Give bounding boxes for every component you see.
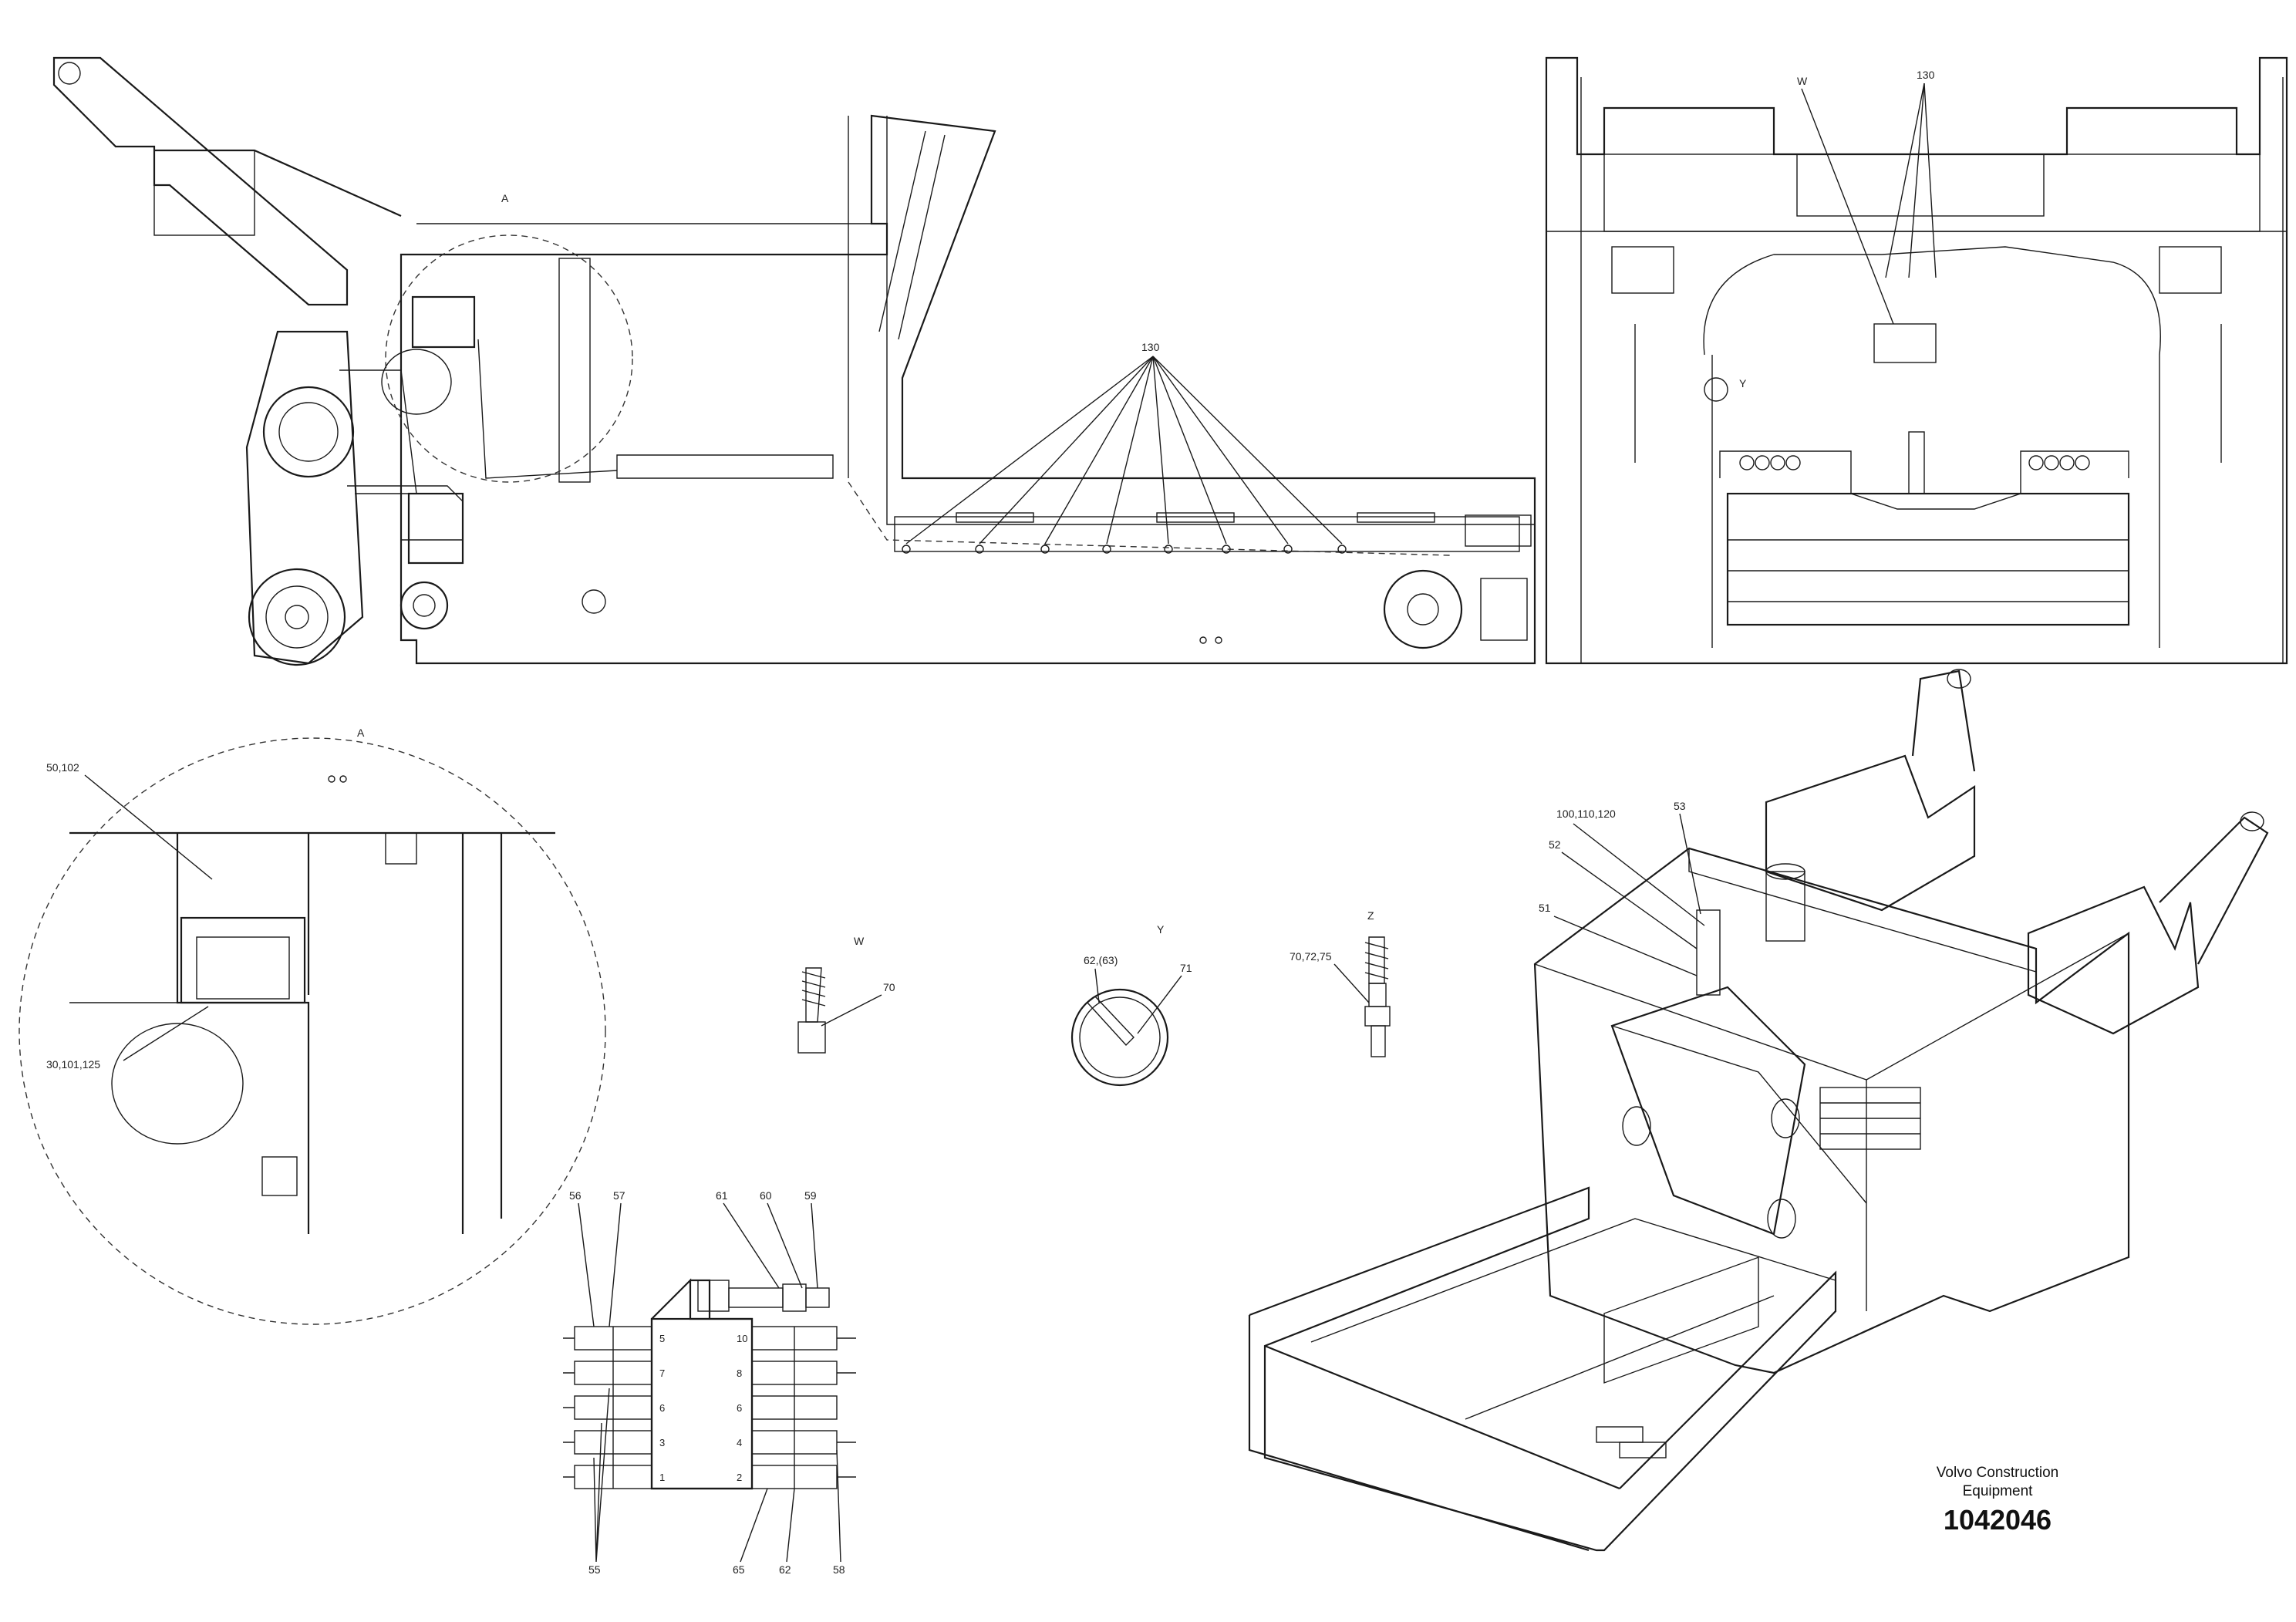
callout-a-50-102: 50,102 (46, 761, 79, 774)
callout-m-56: 56 (569, 1189, 582, 1202)
callout-m-65: 65 (733, 1563, 745, 1576)
callout-m-61: 61 (716, 1189, 728, 1202)
lube-points (902, 545, 1347, 554)
detail-a-circle (385, 234, 633, 483)
callout-m-55: 55 (588, 1563, 601, 1576)
port-right-3: 6 (737, 1402, 742, 1414)
leader-130 (905, 356, 1343, 545)
company-line-1: Volvo Construction (1936, 1465, 2059, 1481)
callout-rear-130: 130 (1917, 69, 1935, 81)
port-right-4: 4 (737, 1437, 742, 1448)
view-y: Y 62,(63) 71 (1070, 923, 1192, 1087)
callout-m-58: 58 (833, 1563, 845, 1576)
callout-iso-100-110-120: 100,110,120 (1556, 808, 1616, 820)
port-right-2: 8 (737, 1367, 742, 1379)
detail-a-marker: A (501, 192, 509, 204)
view-y-title: Y (1157, 923, 1165, 936)
callout-m-60: 60 (760, 1189, 772, 1202)
manifold-left-fittings (563, 1326, 652, 1489)
callout-z-70-72-75: 70,72,75 (1290, 950, 1332, 963)
side-view: A 130 (52, 56, 1536, 666)
view-w-title: W (854, 935, 865, 947)
port-right-1: 10 (737, 1333, 747, 1344)
callout-m-62: 62 (779, 1563, 791, 1576)
manifold-right-fittings (751, 1326, 856, 1489)
view-z: Z 70,72,75 (1290, 909, 1391, 1057)
callout-w-70: 70 (883, 981, 895, 993)
port-left-5: 1 (659, 1472, 665, 1483)
callout-y-71: 71 (1180, 962, 1192, 974)
company-line-2: Equipment (1962, 1483, 2033, 1499)
manifold-view: 5 7 6 3 1 10 8 6 4 2 56 57 61 60 59 55 6… (563, 1189, 856, 1576)
rear-ports-left (1739, 455, 1801, 470)
detail-a-title: A (357, 727, 365, 739)
callout-iso-53: 53 (1674, 800, 1686, 812)
port-left-3: 6 (659, 1402, 665, 1414)
view-z-title: Z (1367, 909, 1374, 922)
callout-y-62-63: 62,(63) (1084, 954, 1118, 966)
part-number: 1042046 (1943, 1504, 2052, 1536)
callout-m-59: 59 (804, 1189, 817, 1202)
callout-iso-52: 52 (1549, 838, 1561, 851)
port-left-2: 7 (659, 1367, 665, 1379)
callout-a-30-101-125: 30,101,125 (46, 1058, 100, 1071)
view-w: W 70 (797, 935, 895, 1054)
detail-a-view: A 50,102 30,101,125 (19, 727, 606, 1325)
rear-ports-right (2028, 455, 2090, 470)
rear-y-label: Y (1739, 377, 1747, 389)
company-name: Volvo Construction Equipment (1882, 1464, 2113, 1501)
port-left-1: 5 (659, 1333, 665, 1344)
isometric-view: 100,110,120 53 52 51 (1248, 669, 2269, 1552)
callout-iso-51: 51 (1539, 902, 1551, 914)
port-right-5: 2 (737, 1472, 742, 1483)
callout-side-130: 130 (1141, 341, 1160, 353)
callout-m-57: 57 (613, 1189, 625, 1202)
port-left-4: 3 (659, 1437, 665, 1448)
rear-view: W 130 Y (1545, 56, 2288, 665)
rear-w-label: W (1797, 75, 1808, 87)
